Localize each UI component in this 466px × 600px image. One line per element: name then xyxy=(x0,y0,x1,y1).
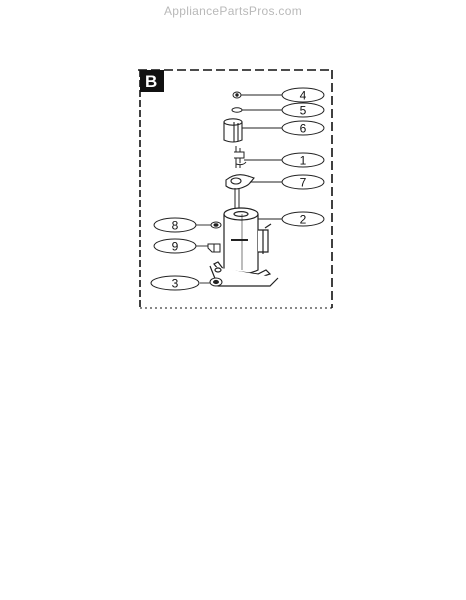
callout-5: 5 xyxy=(281,102,325,118)
leader-lines xyxy=(196,94,282,284)
callout-7: 7 xyxy=(281,174,325,190)
callout-label: 1 xyxy=(300,154,307,168)
callout-label: 6 xyxy=(300,122,307,136)
part-shaft xyxy=(234,188,240,210)
part-7-gasket xyxy=(225,174,255,190)
callout-label: 3 xyxy=(172,277,179,291)
callout-label: 7 xyxy=(300,176,307,190)
part-4-nut xyxy=(232,91,242,99)
part-1-terminal xyxy=(234,146,247,168)
exploded-parts-diagram: B xyxy=(138,64,334,310)
callout-label: 4 xyxy=(300,89,307,103)
section-letter: B xyxy=(145,72,157,91)
part-6-cap xyxy=(223,118,243,143)
callout-9: 9 xyxy=(153,238,197,254)
dashed-frame xyxy=(138,69,333,309)
callout-4: 4 xyxy=(281,87,325,103)
callout-3: 3 xyxy=(150,275,200,291)
callout-label: 5 xyxy=(300,104,307,118)
diagram-svg: B xyxy=(138,69,333,309)
part-5-washer xyxy=(231,107,243,113)
callout-label: 8 xyxy=(172,219,179,233)
callout-8: 8 xyxy=(153,217,197,233)
callout-1: 1 xyxy=(281,152,325,168)
part-9-clip xyxy=(207,243,221,253)
section-badge: B xyxy=(140,70,164,92)
callout-6: 6 xyxy=(281,120,325,136)
watermark-text: AppliancePartsPros.com xyxy=(164,4,302,18)
callout-label: 2 xyxy=(300,213,307,227)
part-2-bracket xyxy=(209,261,279,287)
part-8-grommet xyxy=(210,221,222,229)
part-2-motor xyxy=(223,207,272,275)
callout-label: 9 xyxy=(172,240,179,254)
part-3-cushion xyxy=(209,277,223,287)
callout-2: 2 xyxy=(281,211,325,227)
